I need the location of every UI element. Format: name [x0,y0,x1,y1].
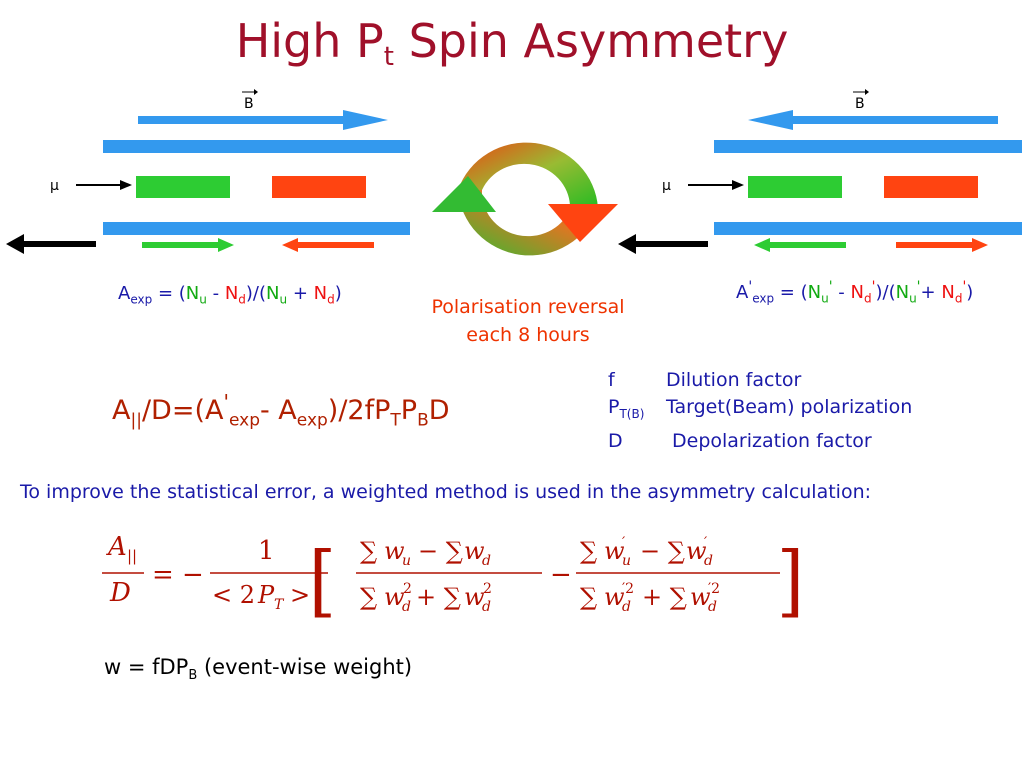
right-asymmetry-formula: A'exp = (Nu' - Nd')/(Nu'+ Nd') [736,279,974,306]
left-top-field-bar [103,140,410,153]
svg-text:− ∑: − ∑ [640,537,685,565]
svg-text:−: − [550,560,572,590]
svg-text:′: ′ [622,535,626,551]
svg-text:< 2: < 2 [212,581,255,609]
right-red-spin-arrow-icon [896,238,988,252]
svg-text:′2: ′2 [708,581,720,597]
svg-text:′2: ′2 [622,581,634,597]
weighted-method-note: To improve the statistical error, a weig… [20,481,872,503]
svg-text:[: [ [309,536,336,620]
svg-text:d: d [708,599,717,615]
svg-text:d: d [622,599,631,615]
right-beam-arrow-icon [688,180,744,190]
page-title: High Pt Spin Asymmetry [235,14,789,72]
right-b-label: B [853,89,869,112]
legend-row: PT(B)Target(Beam) polarization [608,396,913,421]
left-polarization-arrow-icon [6,234,96,254]
svg-text:w: w [384,583,405,611]
left-upstream-cell [136,176,230,198]
left-mu-label: μ [50,178,59,194]
svg-text:d: d [704,553,713,569]
svg-text:∑: ∑ [580,583,597,611]
right-field-arrow-icon [748,110,998,130]
svg-text:+ ∑: + ∑ [642,583,687,611]
left-beam-arrow-icon [76,180,132,190]
svg-text:∑: ∑ [580,537,597,565]
event-weight-definition: w = fDPB (event-wise weight) [104,655,413,684]
svg-text:A: A [106,532,127,562]
svg-text:d: d [402,599,411,615]
reversal-cycle-icon [432,142,618,256]
svg-text:w: w [464,583,485,611]
svg-text:2: 2 [483,581,492,597]
svg-text:D: D [109,578,131,608]
left-bottom-field-bar [103,222,410,235]
svg-text:||: || [127,547,137,565]
reversal-caption: Polarisation reversal each 8 hours [431,296,625,346]
svg-text:T: T [274,597,285,613]
svg-text:]: ] [777,536,800,620]
svg-text:+ ∑: + ∑ [416,583,461,611]
svg-text:= −: = − [152,560,204,590]
svg-text:w: w [604,583,625,611]
weighted-asymmetry-equation: A || D = − 1 < 2 P T > [ ∑ wu − ∑ wd ∑ w… [102,532,800,620]
right-bottom-field-bar [714,222,1022,235]
main-asymmetry-formula: A||/D=(A'exp- Aexp)/2fPTPBD [112,390,450,431]
svg-text:w: w [384,537,405,565]
svg-text:u: u [402,553,411,569]
left-asymmetry-formula: Aexp = (Nu - Nd)/(Nu + Nd) [118,283,342,307]
right-polarization-arrow-icon [618,234,708,254]
left-b-label: B [242,89,258,112]
right-mu-label: μ [662,178,671,194]
svg-text:w: w [690,583,711,611]
svg-text:− ∑: − ∑ [418,537,463,565]
svg-text:>: > [290,581,310,609]
svg-text:u: u [622,553,631,569]
svg-text:2: 2 [403,581,412,597]
svg-text:′: ′ [704,535,708,551]
svg-text:d: d [482,553,491,569]
left-green-spin-arrow-icon [142,238,234,252]
left-field-arrow-icon [138,110,388,130]
svg-text:1: 1 [258,536,275,566]
left-red-spin-arrow-icon [282,238,374,252]
svg-text:w: w [686,537,707,565]
svg-text:P: P [257,581,275,609]
right-green-spin-arrow-icon [754,238,846,252]
svg-text:d: d [482,599,491,615]
svg-text:∑: ∑ [360,537,377,565]
right-upstream-cell [748,176,842,198]
svg-text:w: w [464,537,485,565]
vector-arrow-icon [853,89,869,95]
right-downstream-cell [884,176,978,198]
svg-text:w: w [604,537,625,565]
vector-arrow-icon [242,89,258,95]
right-top-field-bar [714,140,1022,153]
svg-text:∑: ∑ [360,583,377,611]
left-downstream-cell [272,176,366,198]
